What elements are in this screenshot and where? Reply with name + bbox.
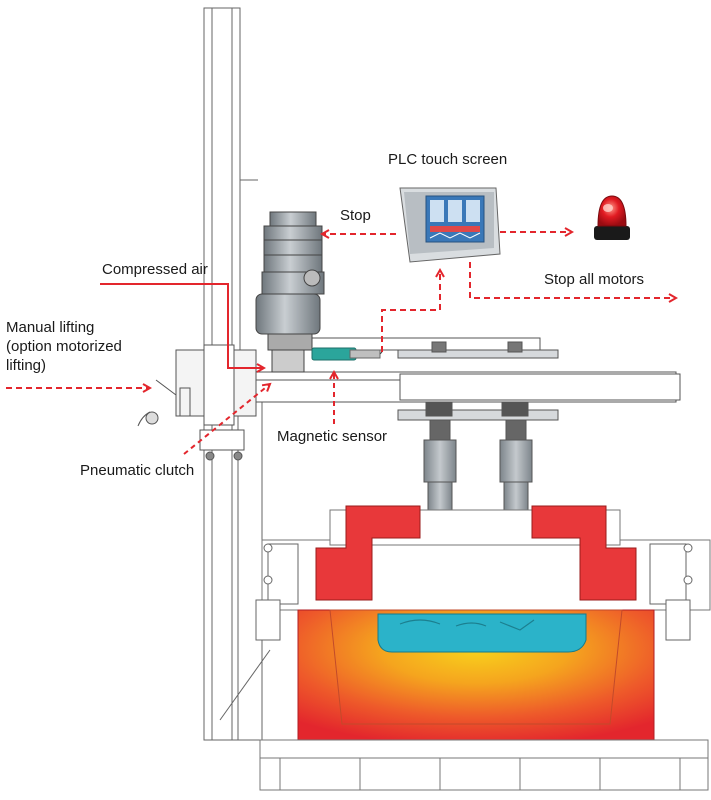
label-pneumatic-clutch: Pneumatic clutch: [80, 462, 195, 479]
pulleys: [397, 341, 559, 421]
label-manual-lifting: Manual lifting (option motorized lifting…: [6, 319, 122, 374]
warning-beacon-icon: [594, 195, 630, 240]
label-plc-touch-screen: PLC touch screen: [388, 151, 508, 168]
furnace: [259, 505, 711, 791]
magnetic-sensor: [311, 347, 383, 361]
label-stop-all-motors: Stop all motors: [544, 271, 645, 288]
signal-arrows: [6, 232, 676, 455]
compressed-air-line: [100, 283, 264, 368]
label-stop: Stop: [340, 207, 371, 224]
side-clamps: [255, 543, 693, 641]
lift-carriage: [137, 344, 257, 461]
sensor-to-plc-arrow: [381, 270, 440, 352]
plc-touch-screen-icon: [399, 187, 501, 263]
drive-motor: [255, 211, 325, 373]
pneumatic-clutch-arrow: [183, 384, 270, 455]
stop-all-motors-arrow: [469, 262, 676, 298]
label-magnetic-sensor: Magnetic sensor: [277, 428, 388, 445]
horizontal-arm: [255, 337, 681, 403]
label-compressed-air: Compressed air: [102, 261, 208, 278]
